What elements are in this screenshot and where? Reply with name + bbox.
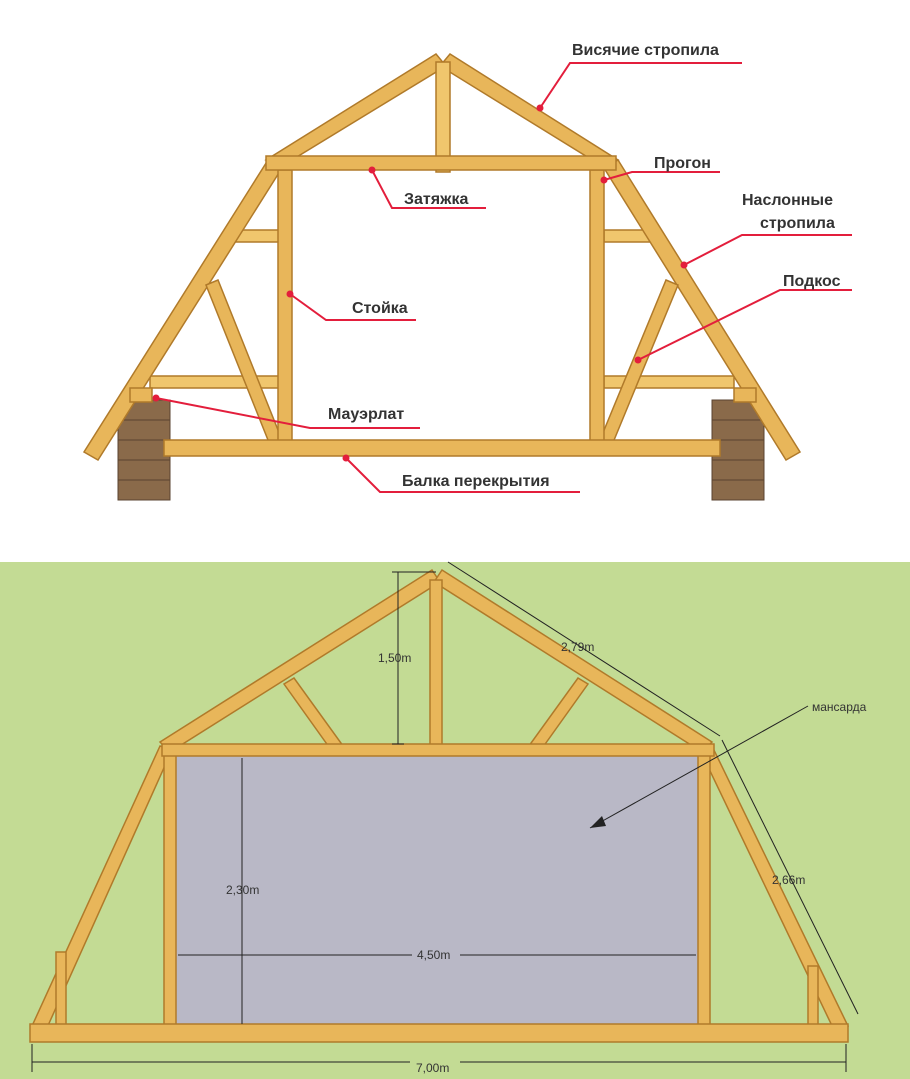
brick-wall-left — [117, 399, 171, 501]
floor-beam — [163, 439, 721, 457]
label-layered-rafters-line1: Наслонные — [742, 192, 833, 209]
label-purlin: Прогон — [654, 155, 711, 172]
label-tie: Затяжка — [404, 191, 468, 208]
svg-text:2,79m: 2,79m — [561, 640, 594, 654]
leader-mauerlat — [155, 397, 420, 429]
svg-text:1,50m: 1,50m — [378, 651, 411, 665]
dim-room-height: 2,30m — [226, 758, 259, 1024]
post-right-bottom — [697, 745, 711, 1029]
label-post: Стойка — [352, 300, 408, 317]
bottom-mansard-diagram: 1,50m 2,79m 2,66m 2,30m 4,50m 7,00m — [0, 561, 910, 1079]
dim-total-width: 7,00m — [31, 1044, 847, 1075]
floor-beam-bottom — [29, 1023, 849, 1043]
tie-beam — [265, 155, 617, 171]
mauerlat-right — [733, 387, 757, 403]
label-mauerlat: Мауэрлат — [328, 406, 404, 423]
hanging-rafter-left — [264, 53, 448, 167]
batten-left-upper — [235, 229, 283, 243]
leader-post — [289, 293, 416, 321]
dim-ridge-height: 1,50m — [378, 571, 436, 745]
leader-brace — [637, 289, 852, 361]
svg-text:2,30m: 2,30m — [226, 883, 259, 897]
king-post-bottom — [429, 579, 443, 749]
post-left-bottom — [163, 745, 177, 1029]
leader-purlin — [603, 171, 720, 181]
leader-hanging-rafters — [539, 62, 742, 109]
prop-left — [55, 951, 67, 1029]
hanging-rafter-right — [438, 53, 620, 167]
prop-right — [807, 965, 819, 1029]
king-post — [435, 61, 451, 173]
svg-text:7,00m: 7,00m — [416, 1061, 449, 1075]
label-layered-rafters-line2: стропила — [760, 215, 835, 232]
leader-layered-rafters — [683, 234, 852, 266]
label-floor-beam: Балка перекрытия — [402, 473, 550, 490]
leader-tie — [371, 169, 486, 209]
attic-label-group: мансарда — [589, 700, 867, 829]
dim-upper-rafter: 2,79m — [447, 561, 721, 737]
collar-beam — [161, 743, 715, 757]
label-brace: Подкос — [783, 273, 841, 290]
label-hanging-rafters: Висячие стропила — [572, 42, 719, 59]
mauerlat-left — [129, 387, 153, 403]
dim-lower-rafter: 2,66m — [721, 739, 859, 1015]
upper-rafter-right — [432, 568, 714, 753]
svg-text:4,50m: 4,50m — [417, 948, 450, 962]
layered-rafter-left — [82, 158, 284, 462]
post-left — [277, 169, 293, 446]
leader-floor-beam — [345, 457, 580, 493]
dim-room-width: 4,50m — [178, 948, 696, 962]
top-truss-diagram: Висячие стропила Прогон Затяжка Наслонны… — [82, 42, 852, 501]
post-right — [589, 169, 605, 446]
attic-label: мансарда — [812, 700, 867, 714]
svg-text:2,66m: 2,66m — [772, 873, 805, 887]
